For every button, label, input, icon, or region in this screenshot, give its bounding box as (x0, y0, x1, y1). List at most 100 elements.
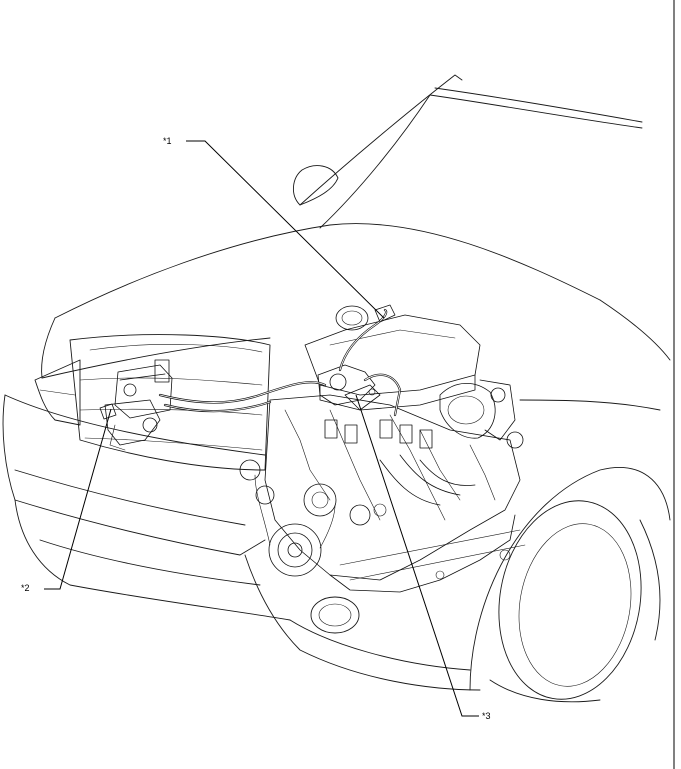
tire-side (639, 519, 661, 641)
hose-clamp (374, 304, 396, 323)
callout-3: *3 (355, 394, 491, 721)
manifold-tube-2 (399, 454, 461, 496)
bumper-top-edge (4, 394, 266, 456)
ignition-coil-3 (419, 429, 433, 449)
pump-bracket (104, 399, 161, 446)
intake-duct (439, 382, 496, 439)
right-fitting (490, 387, 506, 403)
bumper-lower (14, 499, 291, 621)
valve-assembly (317, 364, 381, 411)
grille-surround (69, 334, 271, 471)
idler-pulley (255, 485, 275, 505)
hood-front-edge (41, 337, 271, 379)
hood-upper-line (54, 223, 601, 319)
right-accessory (479, 379, 516, 441)
bumper-lower-crease (39, 539, 261, 586)
ignition-coil-1 (379, 419, 393, 439)
throttle-body (335, 305, 369, 331)
grille-bar-1 (89, 344, 263, 353)
valve-port (329, 373, 347, 391)
tire-bottom (489, 679, 601, 703)
bumper-upper (2, 394, 266, 556)
bracket-tab (99, 403, 117, 420)
headlight-left (34, 359, 81, 426)
grille-bar-3 (79, 408, 263, 416)
bumper-crease (14, 469, 246, 526)
ignition-coil-2 (399, 424, 413, 444)
hose-valve-to-intake (338, 308, 388, 372)
engine-detail-4 (419, 429, 461, 501)
tensioner-pulley (349, 504, 371, 526)
manifold-tube-1 (379, 459, 441, 506)
side-mirror (293, 165, 339, 206)
callout-2: *2 (21, 408, 112, 593)
intake-plenum-ridge (329, 329, 456, 346)
crank-pulley-inner (277, 532, 313, 568)
alternator (239, 459, 261, 481)
callout-label-3: *3 (482, 711, 491, 721)
engine-assembly (239, 305, 526, 593)
pump-body (114, 364, 173, 419)
pump-assembly (99, 359, 173, 451)
intake-plenum (304, 314, 481, 396)
callout-label-2: *2 (21, 583, 30, 593)
ignition-coil-4 (344, 424, 358, 444)
pump-connector (154, 359, 170, 383)
wheel-arch (469, 467, 671, 691)
oil-pan (329, 514, 516, 593)
crossmember-1 (339, 529, 521, 566)
crank-pulley-hub (287, 542, 303, 558)
valve-body (317, 364, 376, 406)
pump-motor (142, 417, 158, 433)
drive-belt-left (254, 474, 271, 546)
right-fender-crease (519, 399, 661, 411)
water-pump-hub (311, 491, 329, 509)
grille-bar-2 (79, 377, 263, 386)
roof-line-2 (434, 87, 643, 123)
engine-detail-1 (284, 409, 331, 501)
leader-line-2 (44, 408, 112, 590)
crank-pulley (268, 523, 322, 577)
bracket-leg (109, 424, 126, 451)
hoses (158, 304, 402, 417)
headlight-left-detail (39, 389, 76, 396)
crossmember-2 (349, 544, 526, 581)
water-pump-pulley (303, 483, 337, 517)
throttle-bore (341, 310, 363, 326)
leader-line-1 (186, 140, 385, 319)
mount-bolt (499, 549, 511, 561)
callout-label-1: *1 (163, 136, 172, 146)
pump-body-line (119, 373, 166, 381)
engine-detail-2 (329, 409, 381, 521)
hood-left-edge (41, 317, 56, 379)
callout-1: *1 (163, 136, 385, 319)
valve-bracket (344, 384, 381, 411)
bumper-bottom-right (289, 619, 471, 671)
bolt-1 (373, 503, 387, 517)
windshield-edge (319, 94, 431, 229)
right-fender-top (599, 299, 671, 361)
pump-port (123, 383, 137, 397)
right-pulley (506, 431, 524, 449)
intake-plenum-side (319, 374, 476, 411)
grille-bar-4 (84, 437, 263, 451)
a-pillar (299, 74, 463, 206)
manifold-tube-3 (419, 459, 476, 486)
engine-block (264, 394, 521, 581)
leader-line-3 (355, 394, 479, 717)
ignition-coil-5 (324, 419, 338, 439)
fog-lamp-inner (318, 603, 352, 627)
vehicle-body (2, 74, 671, 703)
bumper-side (244, 554, 481, 691)
drain-plug (435, 570, 445, 580)
roof-line-1 (429, 94, 643, 129)
drive-belt-right (319, 504, 336, 549)
valve-bolt (368, 388, 376, 396)
wheel-rim (518, 523, 632, 687)
fog-lamp (310, 596, 360, 634)
engine-detail-5 (469, 444, 496, 501)
front-wheel (498, 500, 642, 700)
intake-duct-opening (447, 395, 485, 425)
